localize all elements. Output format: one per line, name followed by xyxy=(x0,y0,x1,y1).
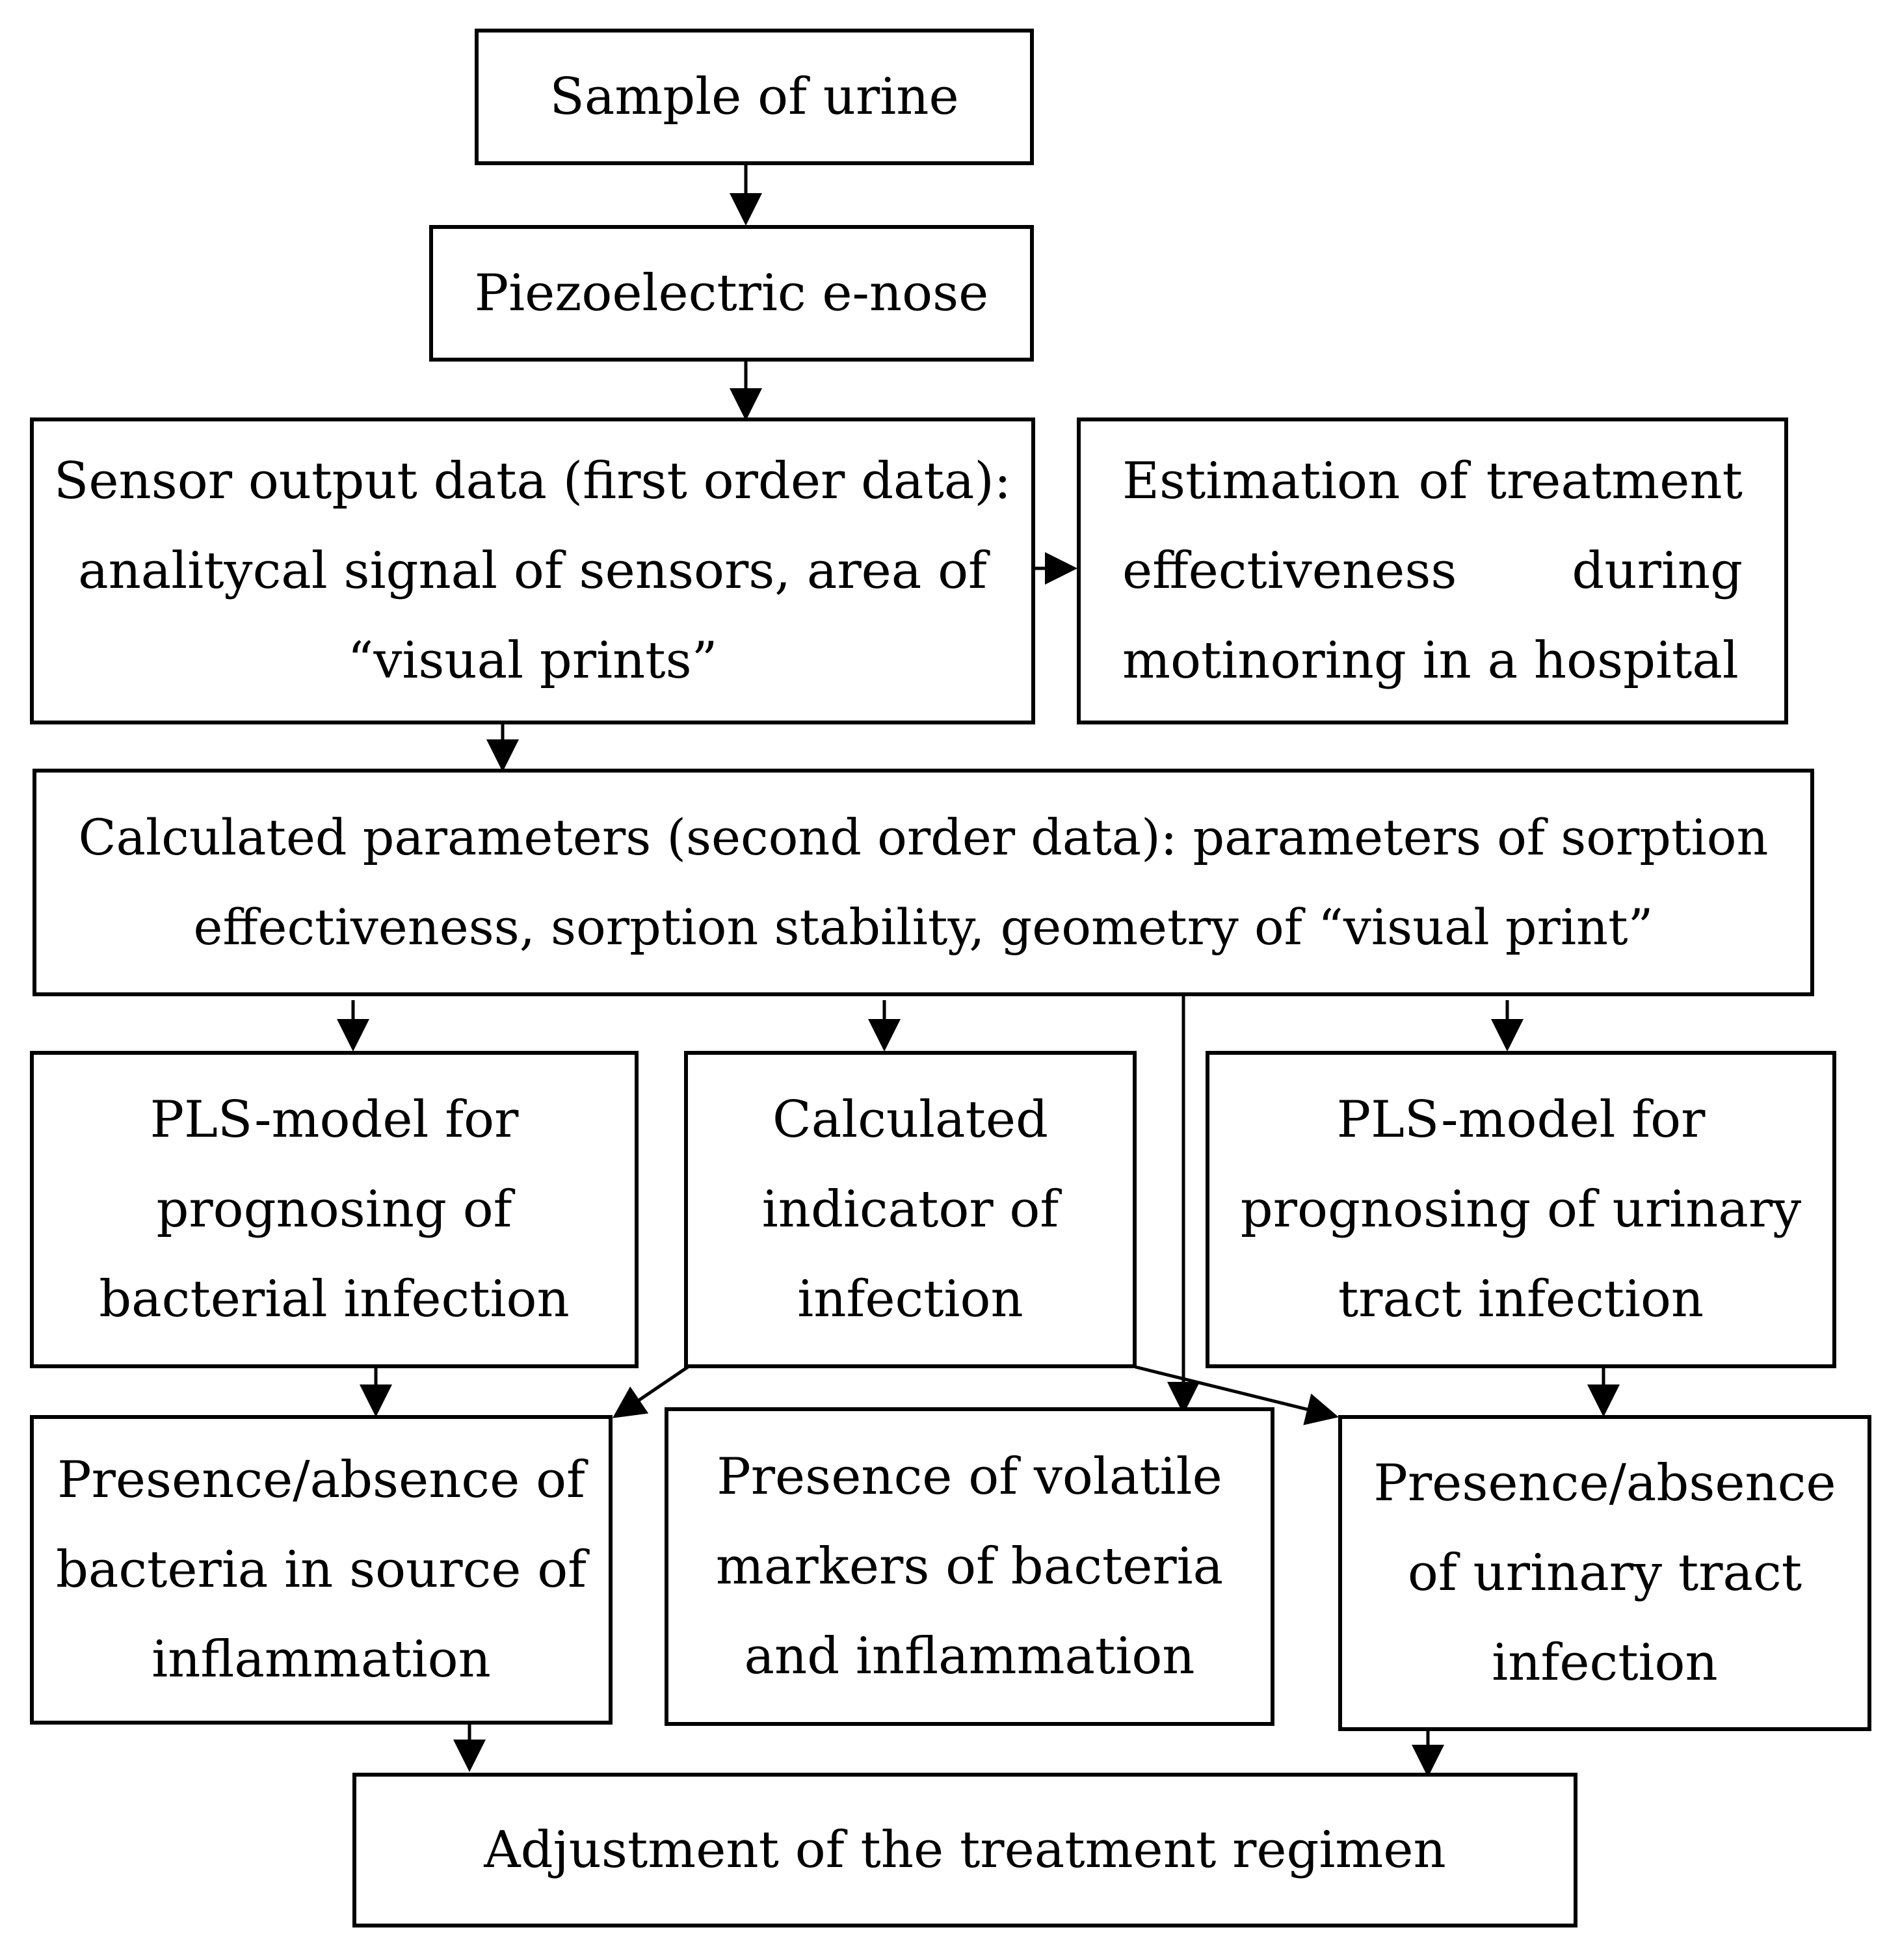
node-label: Piezoelectric e-nose xyxy=(474,264,989,323)
node-calculated-parameters: Calculated parameters (second order data… xyxy=(33,769,1814,996)
node-label: Calculated indicator of infection xyxy=(761,1091,1059,1329)
node-calculated-indicator-of-infection: Calculated indicator of infection xyxy=(684,1051,1137,1368)
node-pls-model-urinary-tract-infection: PLS-model for prognosing of urinary trac… xyxy=(1206,1051,1836,1368)
node-label: PLS-model for prognosing of urinary trac… xyxy=(1240,1091,1802,1329)
node-adjustment-of-treatment-regimen: Adjustment of the treatment regimen xyxy=(352,1773,1577,1927)
node-presence-absence-of-urinary-tract-infection: Presence/absence of urinary tract infect… xyxy=(1338,1415,1871,1731)
node-presence-absence-of-bacteria: Presence/absence of bacteria in source o… xyxy=(30,1415,613,1725)
node-sensor-output-data: Sensor output data (first order data): a… xyxy=(30,417,1035,724)
node-label: Presence/absence of urinary tract infect… xyxy=(1373,1454,1836,1692)
node-pls-model-bacterial-infection: PLS-model for prognosing of bacterial in… xyxy=(30,1051,639,1368)
node-label: PLS-model for prognosing of bacterial in… xyxy=(99,1091,570,1329)
node-label: Presence of volatile markers of bacteria… xyxy=(715,1448,1224,1686)
node-label: Sample of urine xyxy=(549,68,959,126)
node-label: Adjustment of the treatment regimen xyxy=(484,1821,1446,1879)
node-estimation-of-treatment-effectiveness: Estimation of treatment effectiveness du… xyxy=(1077,417,1788,724)
node-label: Calculated parameters (second order data… xyxy=(78,808,1769,956)
arrow-indicator-to-presence-uti xyxy=(1135,1365,1339,1425)
node-sample-of-urine: Sample of urine xyxy=(475,29,1034,165)
node-piezoelectric-e-nose: Piezoelectric e-nose xyxy=(429,225,1034,362)
node-label: Presence/absence of bacteria in source o… xyxy=(55,1451,587,1689)
node-label: Estimation of treatment effectiveness du… xyxy=(1122,452,1743,690)
node-presence-of-volatile-markers: Presence of volatile markers of bacteria… xyxy=(665,1407,1274,1726)
node-label: Sensor output data (first order data): a… xyxy=(53,452,1012,690)
arrow-indicator-to-presence-bacteria xyxy=(612,1365,689,1418)
